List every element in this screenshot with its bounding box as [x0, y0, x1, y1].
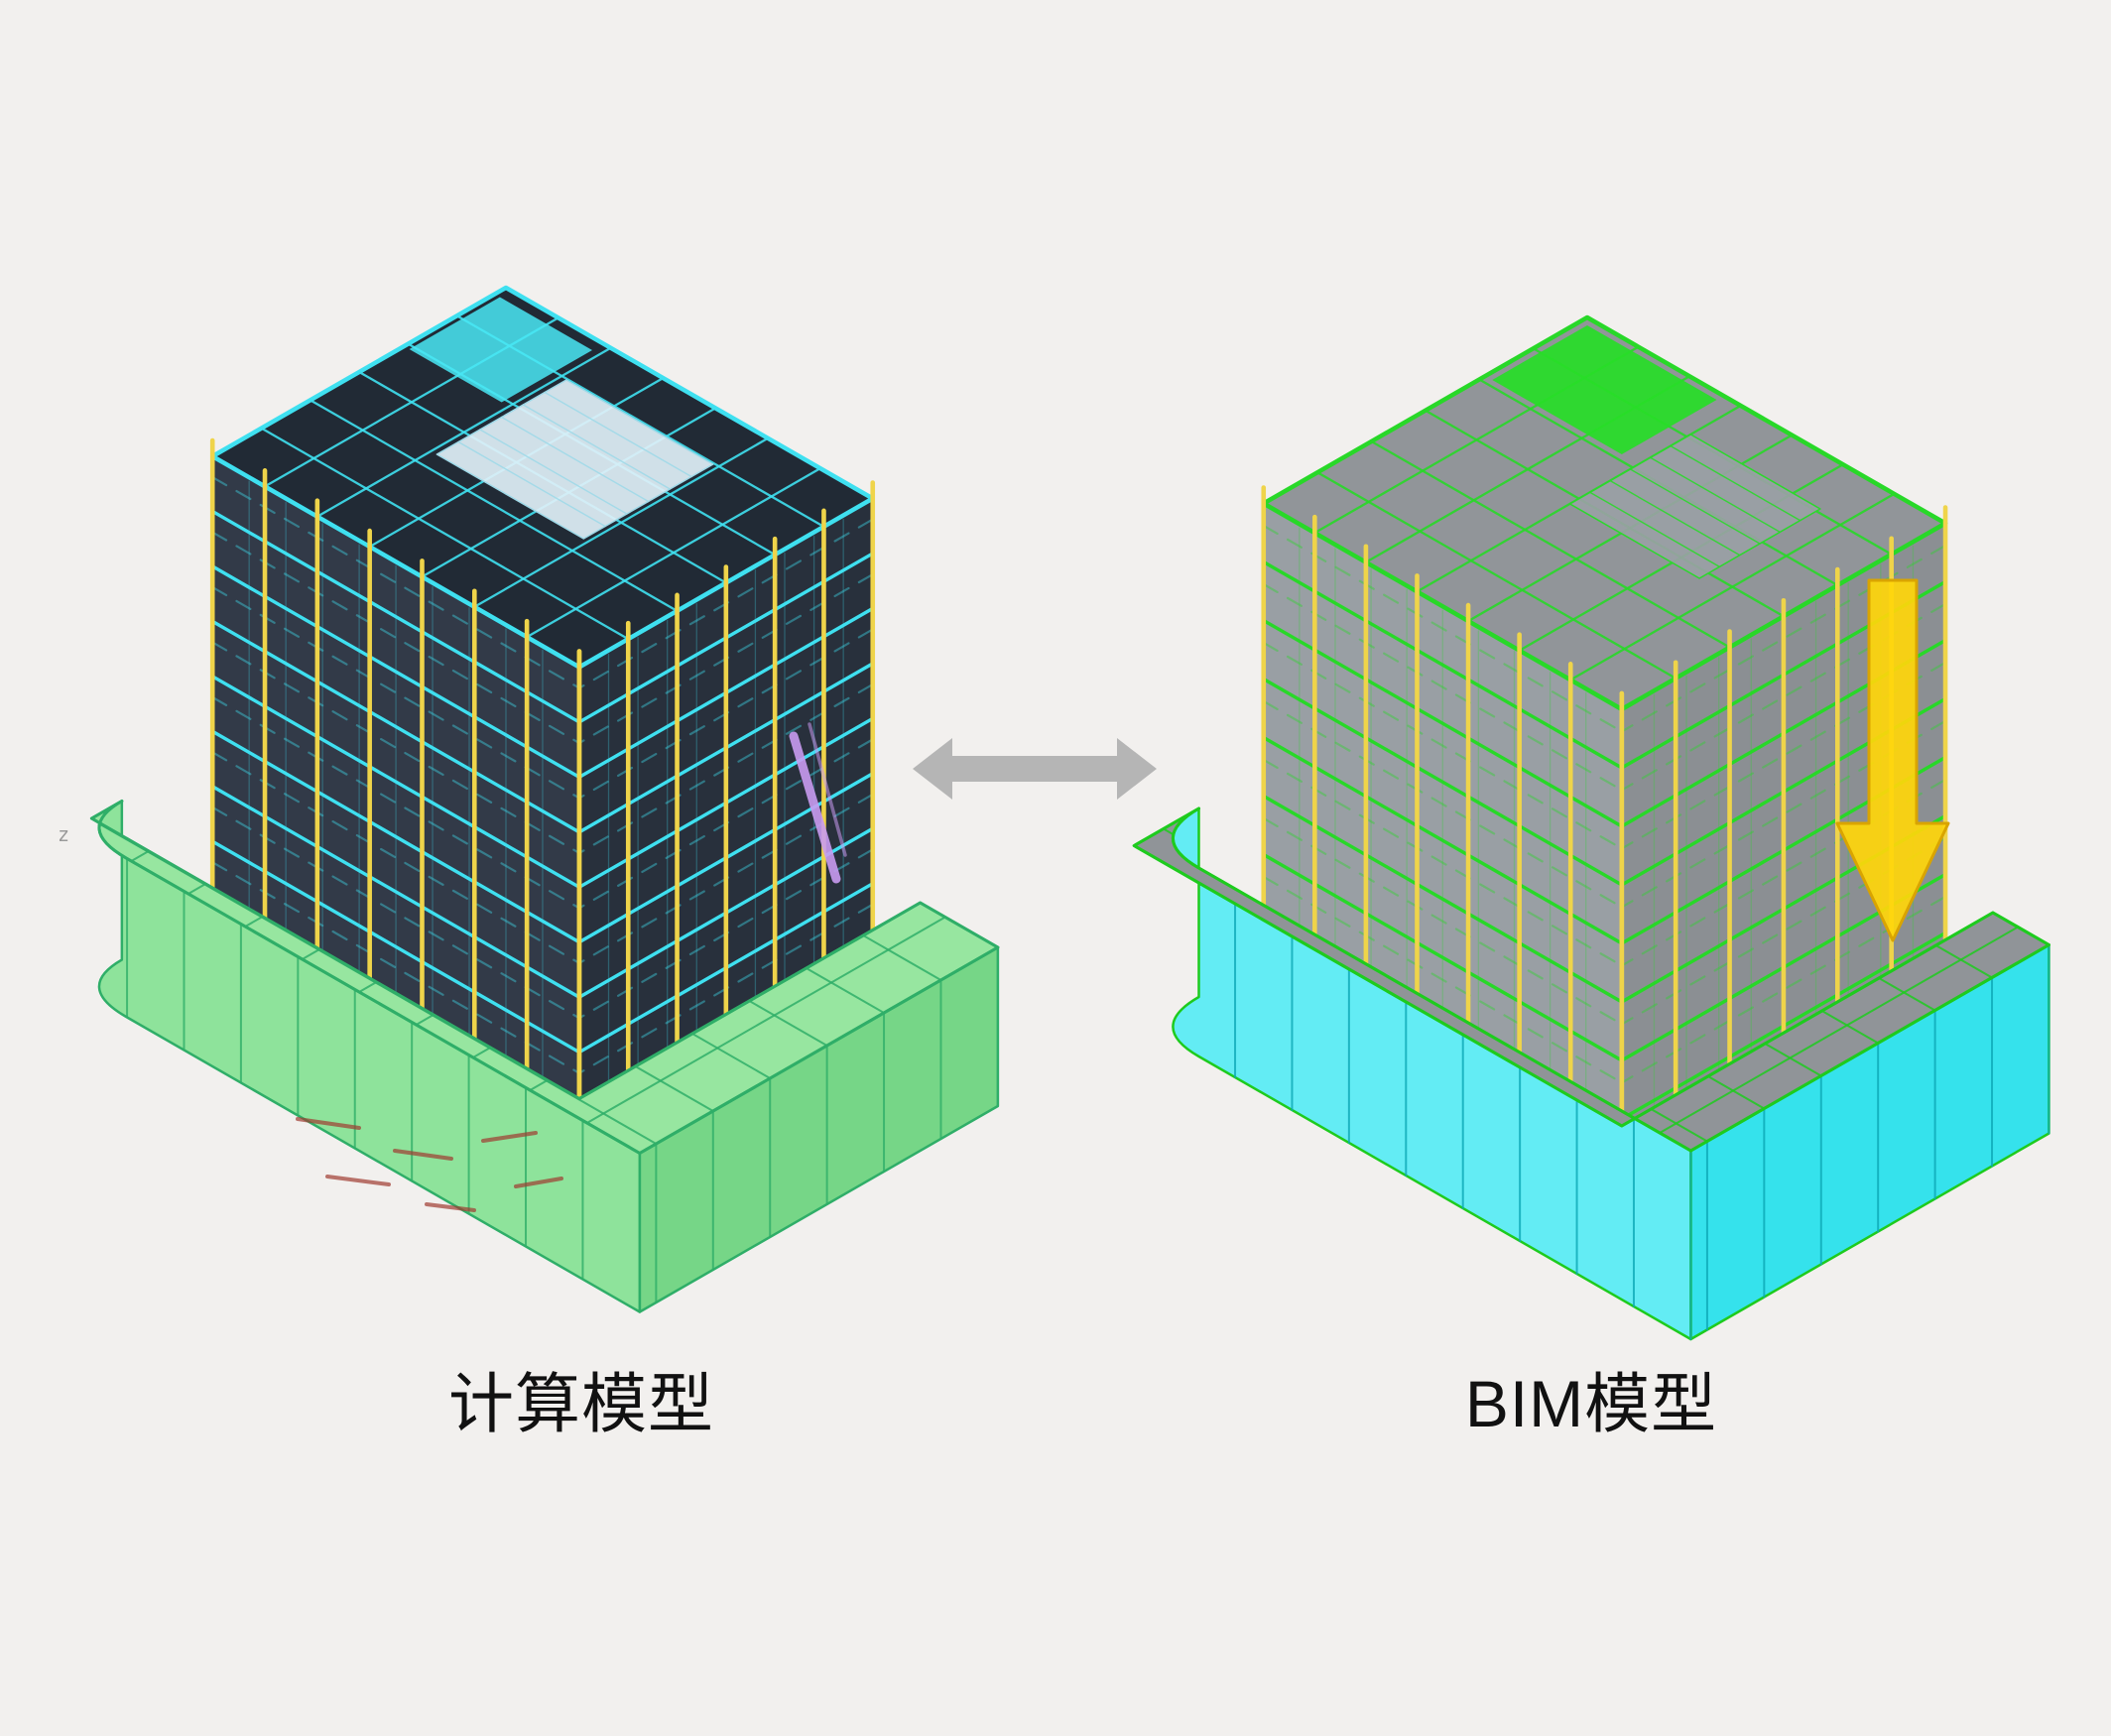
bim-model-figure — [1132, 314, 2050, 1341]
calc-group: z — [58, 285, 1000, 1313]
down-arrow-icon — [1835, 578, 1950, 942]
bim-group — [1132, 314, 2050, 1341]
double-headed-arrow-icon — [913, 738, 1157, 800]
bim-roof — [1261, 314, 1948, 712]
z-axis-label: z — [58, 822, 69, 846]
bim-podium — [1132, 806, 2050, 1341]
calc-model-label: 计算模型 — [448, 1367, 714, 1440]
calc-roof — [209, 285, 875, 670]
calc-model-figure: z — [58, 285, 1000, 1313]
bim-model-label: BIM模型 — [1464, 1367, 1718, 1440]
